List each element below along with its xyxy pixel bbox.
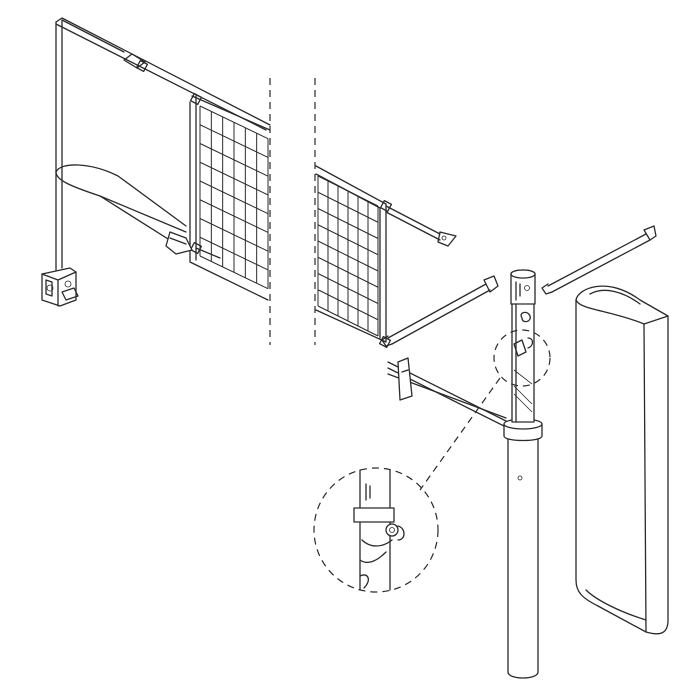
antenna-rod-right <box>541 225 657 295</box>
mesh-horizontal-line <box>199 124 269 158</box>
mesh-horizontal-line <box>199 143 269 177</box>
mesh-horizontal-line <box>317 273 379 304</box>
detail-callout <box>313 329 551 593</box>
net-mesh-right <box>315 165 457 349</box>
mesh-horizontal-line <box>199 199 269 233</box>
winch-bracket <box>41 267 79 307</box>
mesh-horizontal-line <box>317 305 379 337</box>
mesh-horizontal-line <box>199 161 269 196</box>
mesh-horizontal-line <box>317 224 379 256</box>
upright-post <box>503 269 543 679</box>
mesh-horizontal-line <box>199 105 269 140</box>
mesh-horizontal-line <box>317 256 379 288</box>
net-lower-rope <box>387 357 521 431</box>
post-padding <box>575 285 669 635</box>
antenna-rod-left <box>381 275 499 347</box>
mesh-horizontal-line <box>199 255 269 290</box>
net-frame <box>55 17 271 271</box>
mesh-horizontal-line <box>317 191 379 223</box>
mesh-horizontal-line <box>317 289 379 321</box>
net-strap <box>55 164 221 259</box>
mesh-horizontal-line <box>199 236 269 271</box>
mesh-horizontal-line <box>317 240 379 272</box>
mesh-horizontal-line <box>317 175 379 207</box>
net-mesh-left <box>189 92 271 301</box>
mesh-horizontal-line <box>317 208 379 239</box>
mesh-horizontal-line <box>199 180 269 215</box>
mesh-horizontal-line <box>199 218 269 252</box>
